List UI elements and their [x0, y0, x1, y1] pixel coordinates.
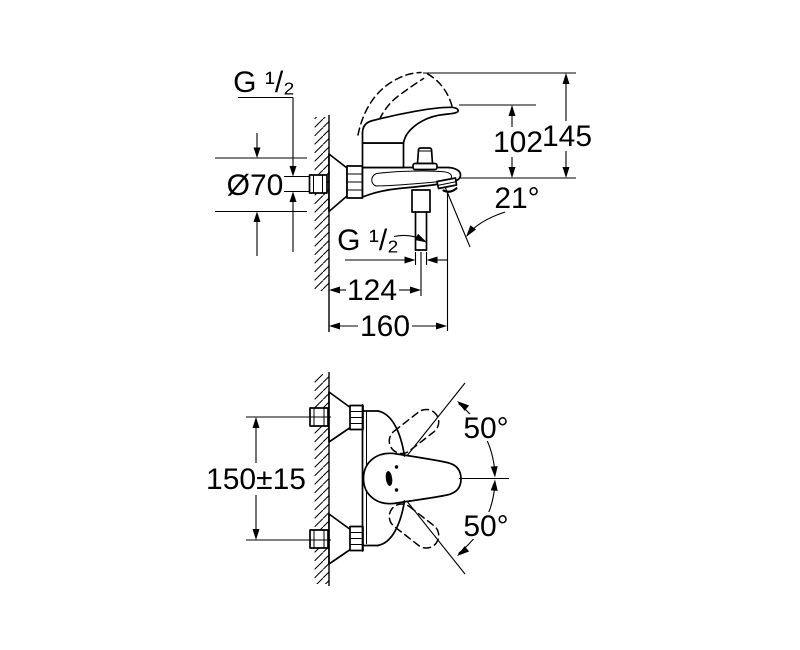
wall-hatching [314, 374, 329, 584]
shower-outlet-pipe [411, 189, 431, 251]
escutcheon [328, 153, 348, 213]
wall [314, 115, 330, 332]
dim-wall-to-spout-tip: 160 [329, 310, 447, 343]
aerator-lip [442, 187, 458, 193]
dim-handle-swing: 50° 50° [405, 382, 509, 575]
wall-to-shower-outlet-label: 124 [347, 274, 397, 307]
wall-to-spout-tip-label: 160 [360, 310, 410, 343]
spout-inner-contour [371, 170, 453, 187]
spout-angle-label: 21° [494, 182, 539, 215]
dim-shower-outlet-thread: G ¹/₂ [337, 224, 448, 265]
wall-hatching [314, 117, 329, 291]
escutcheon [328, 391, 352, 443]
handle-swing-positions-dashed [388, 408, 440, 549]
escutcheon-diameter-label: Ø70 [227, 169, 284, 202]
wall-supply-fitting [308, 174, 328, 194]
dim-overall-height: 145 [423, 72, 592, 179]
dim-spout-angle: 21° [444, 182, 540, 331]
handle-logo-marks [385, 465, 399, 492]
handle-swing-upper-label: 50° [463, 412, 508, 445]
dim-connection-spacing: 150±15 [206, 416, 331, 541]
body-neck-upper [377, 410, 406, 457]
union-nut [346, 165, 364, 199]
wall-thread-label: G ¹/₂ [233, 66, 295, 99]
handle-plan [362, 452, 462, 505]
plan-view: 50° 50° 150±15 [206, 372, 509, 586]
diverter-knob [412, 147, 438, 171]
dim-wall-thread: G ¹/₂ [233, 66, 310, 252]
handle-swing-lower-label: 50° [463, 510, 508, 543]
cartridge-cap [361, 142, 405, 169]
escutcheon [328, 513, 352, 565]
wall-supply-fitting [309, 529, 329, 549]
side-view: G ¹/₂ Ø70 102 [215, 66, 592, 343]
body-neck-lower [377, 500, 406, 547]
dim-escutcheon-diameter: Ø70 [215, 133, 307, 256]
wall [314, 372, 330, 586]
dim-wall-to-shower-outlet: 124 [329, 252, 422, 307]
overall-height-label: 145 [542, 120, 592, 153]
faucet-body [361, 142, 462, 198]
aerator [436, 177, 458, 193]
shower-outlet-thread-label: G ¹/₂ [337, 224, 399, 257]
dim-spout-outlet-height: 102 [459, 104, 543, 178]
connection-spacing-label: 150±15 [206, 463, 306, 496]
handle-lever [361, 106, 459, 144]
spout-outlet-height-label: 102 [493, 126, 543, 159]
